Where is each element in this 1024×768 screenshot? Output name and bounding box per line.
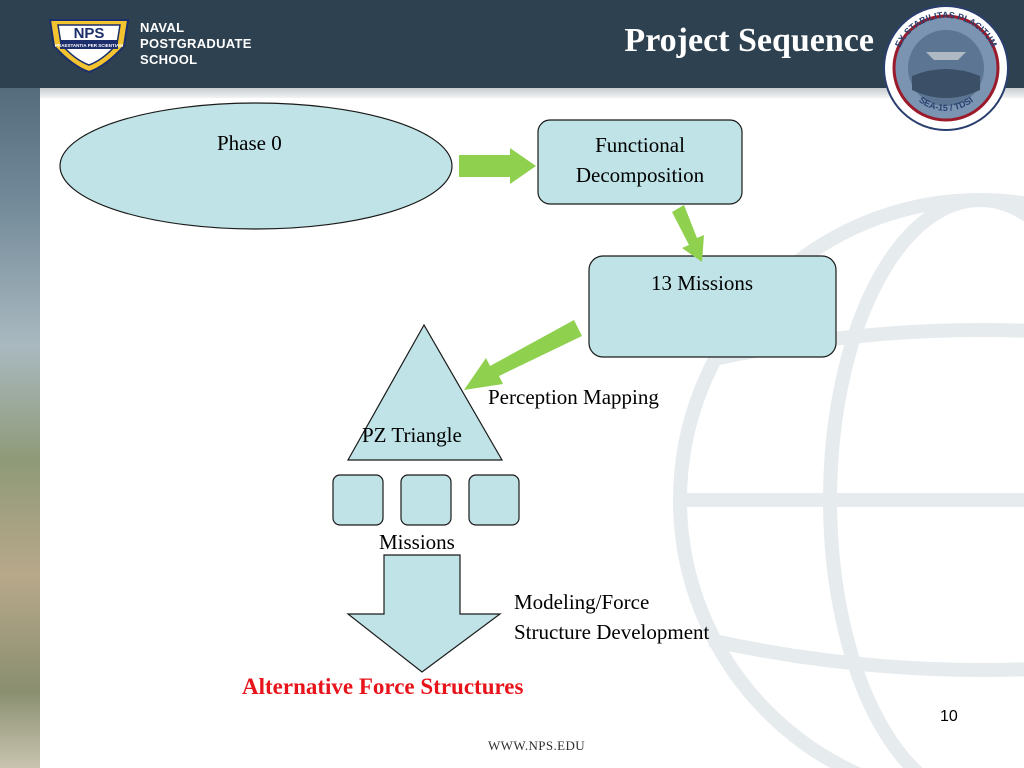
footer-url[interactable]: WWW.NPS.EDU — [488, 738, 586, 753]
header-bar — [0, 0, 1024, 88]
school-name-line3: SCHOOL — [140, 52, 198, 67]
pz-triangle-label: PZ Triangle — [362, 423, 462, 447]
header-shadow — [40, 88, 1024, 98]
arrow-functional-to-missions — [672, 205, 704, 262]
arrow-missions-to-triangle — [464, 320, 582, 390]
missions13-box — [588, 255, 837, 358]
school-name-line2: POSTGRADUATE — [140, 36, 252, 51]
logo-motto: PRAESTANTIA PER SCIENTIAM — [55, 43, 123, 48]
phase0-label: Phase 0 — [217, 131, 282, 155]
slide-number: 10 — [940, 708, 958, 725]
functional-decomposition-box — [537, 119, 743, 205]
arrow-phase0-to-functional — [459, 148, 536, 184]
missions-label: Missions — [379, 530, 455, 554]
page-title: Project Sequence — [624, 22, 874, 59]
school-name: NAVAL POSTGRADUATE SCHOOL — [140, 20, 252, 68]
school-name-line1: NAVAL — [140, 20, 185, 35]
down-block-arrow — [346, 554, 502, 673]
alternative-force-structures-label: Alternative Force Structures — [242, 674, 524, 699]
mission-box-2 — [400, 474, 452, 526]
missions13-label: 13 Missions — [651, 271, 754, 295]
modeling-line1: Modeling/Force — [514, 590, 650, 614]
nps-logo: NPS PRAESTANTIA PER SCIENTIAM — [48, 19, 130, 74]
modeling-line2: Structure Development — [514, 620, 710, 644]
campus-photo-strip — [0, 0, 40, 768]
sea15-seal: EX STABILITAS PLACITUM SEA-15 / TDSI — [883, 5, 1009, 131]
logo-text: NPS — [74, 25, 105, 42]
functional-decomposition-label: Functional Decomposition — [538, 130, 742, 190]
perception-mapping-label: Perception Mapping — [488, 385, 659, 409]
pz-triangle-shape — [346, 323, 504, 461]
functional-line2: Decomposition — [575, 163, 705, 187]
functional-line1: Functional — [595, 133, 685, 157]
mission-box-3 — [468, 474, 520, 526]
mission-box-1 — [332, 474, 384, 526]
phase0-ellipse — [59, 102, 453, 230]
modeling-force-label: Modeling/Force Structure Development — [514, 587, 709, 647]
